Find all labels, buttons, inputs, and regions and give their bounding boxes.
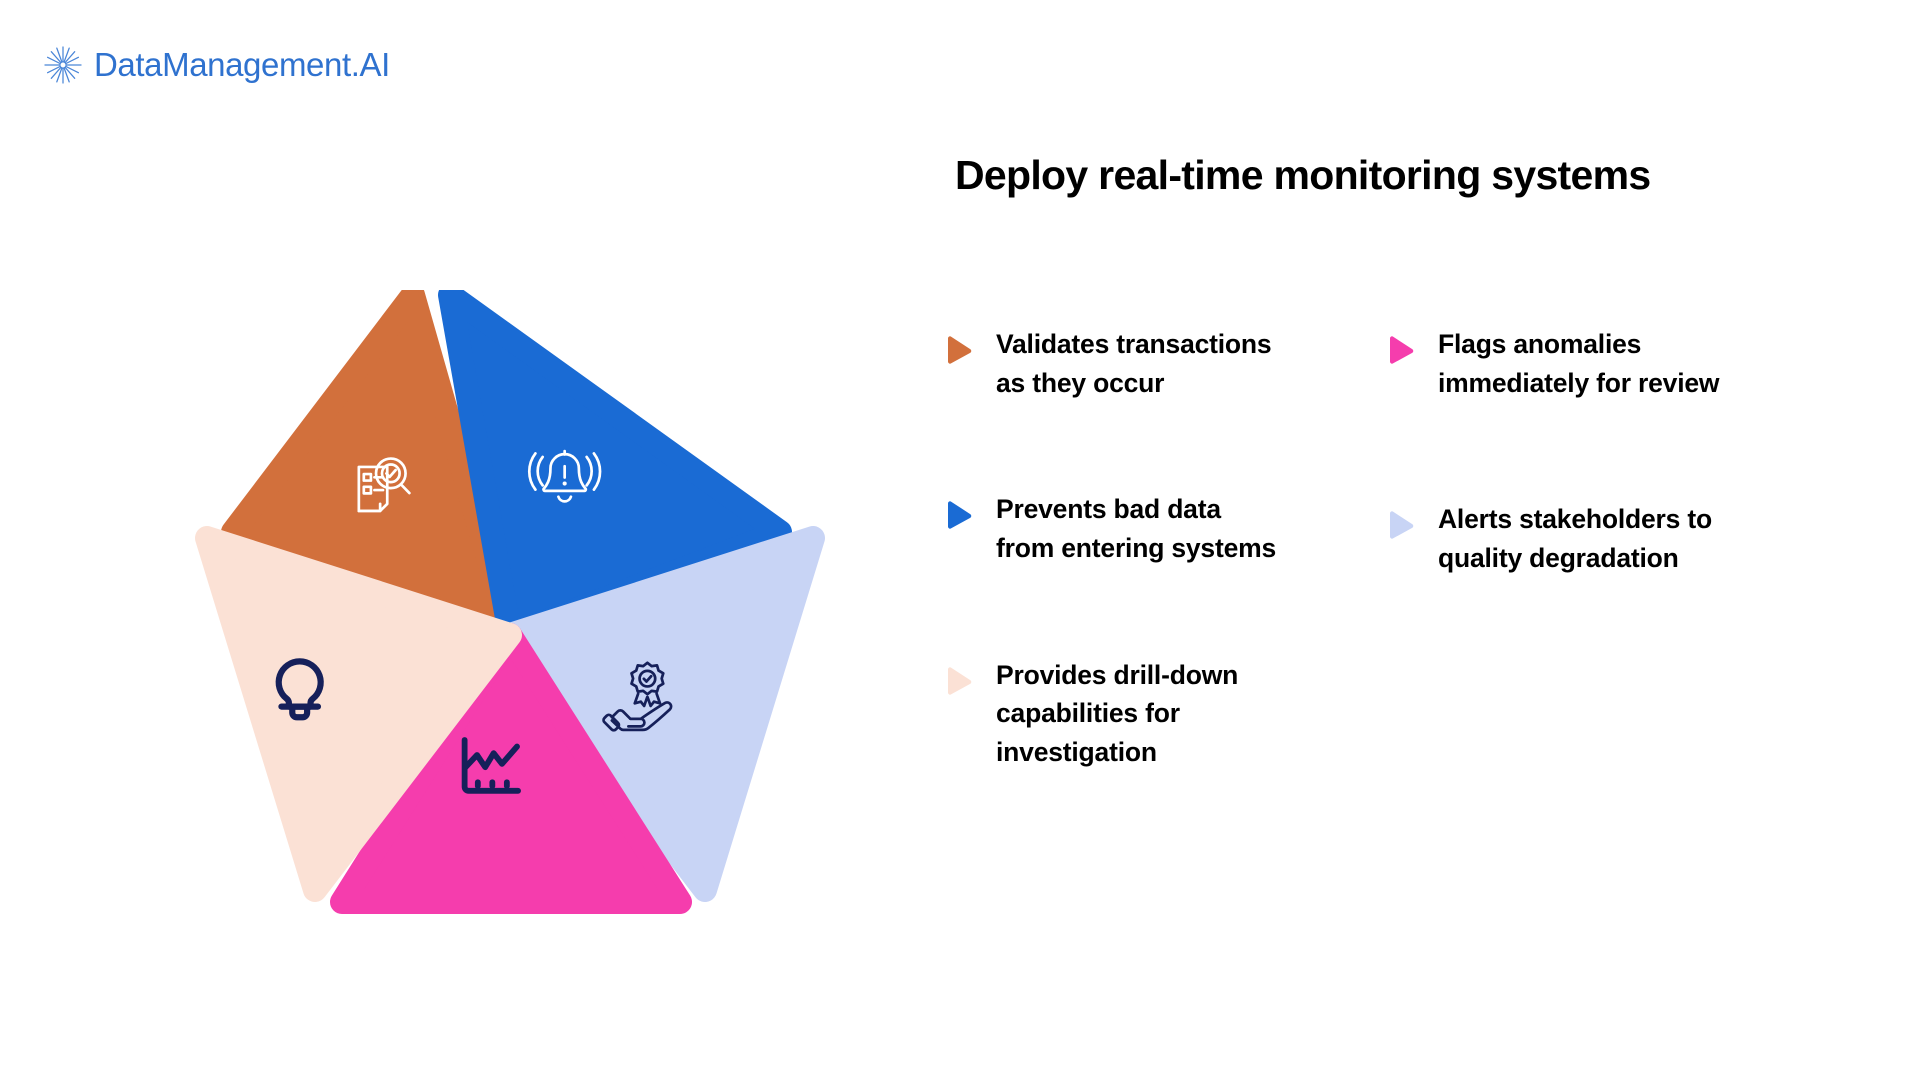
list-item[interactable]: Flags anomalies immediately for review (1390, 325, 1750, 402)
list-item[interactable]: Prevents bad data from entering systems (948, 490, 1278, 567)
list-item-label: Alerts stakeholders to quality degradati… (1438, 504, 1712, 574)
segment-bottom-left[interactable] (195, 526, 522, 902)
benefits-column-right: Flags anomalies immediately for review A… (1390, 325, 1750, 578)
list-item-label: Provides drill-down capabilities for inv… (996, 659, 1239, 768)
brand-name: DataManagement.AI (94, 46, 390, 83)
pentagon-segments-svg (195, 290, 825, 914)
segment-bottom[interactable] (330, 623, 692, 914)
list-item[interactable]: Alerts stakeholders to quality degradati… (1390, 500, 1750, 577)
triangle-marker-icon (948, 336, 972, 364)
triangle-marker-icon (948, 667, 972, 695)
page-title: Deploy real-time monitoring systems (955, 152, 1651, 198)
starburst-icon (44, 46, 82, 84)
line-chart-icon (461, 737, 521, 794)
list-item-label: Prevents bad data from entering systems (996, 494, 1277, 564)
benefits-column-left: Validates transactions as they occur Pre… (948, 325, 1278, 772)
lightbulb-icon (275, 658, 324, 721)
hand-quality-badge-icon (602, 661, 673, 732)
list-item-label: Flags anomalies immediately for review (1438, 329, 1720, 398)
list-item-label: Validates transactions as they occur (996, 329, 1272, 398)
pentagon-diagram (160, 290, 860, 960)
alert-bell-icon (528, 449, 602, 503)
triangle-marker-icon (1390, 511, 1414, 540)
brand-logo[interactable]: DataManagement.AI (42, 44, 390, 86)
segment-bottom-right[interactable] (498, 526, 825, 902)
triangle-marker-icon (1390, 336, 1414, 364)
list-item[interactable]: Validates transactions as they occur (948, 325, 1278, 402)
list-item[interactable]: Provides drill-down capabilities for inv… (948, 656, 1278, 772)
triangle-marker-icon (948, 501, 972, 530)
document-magnifier-check-icon (357, 457, 411, 513)
